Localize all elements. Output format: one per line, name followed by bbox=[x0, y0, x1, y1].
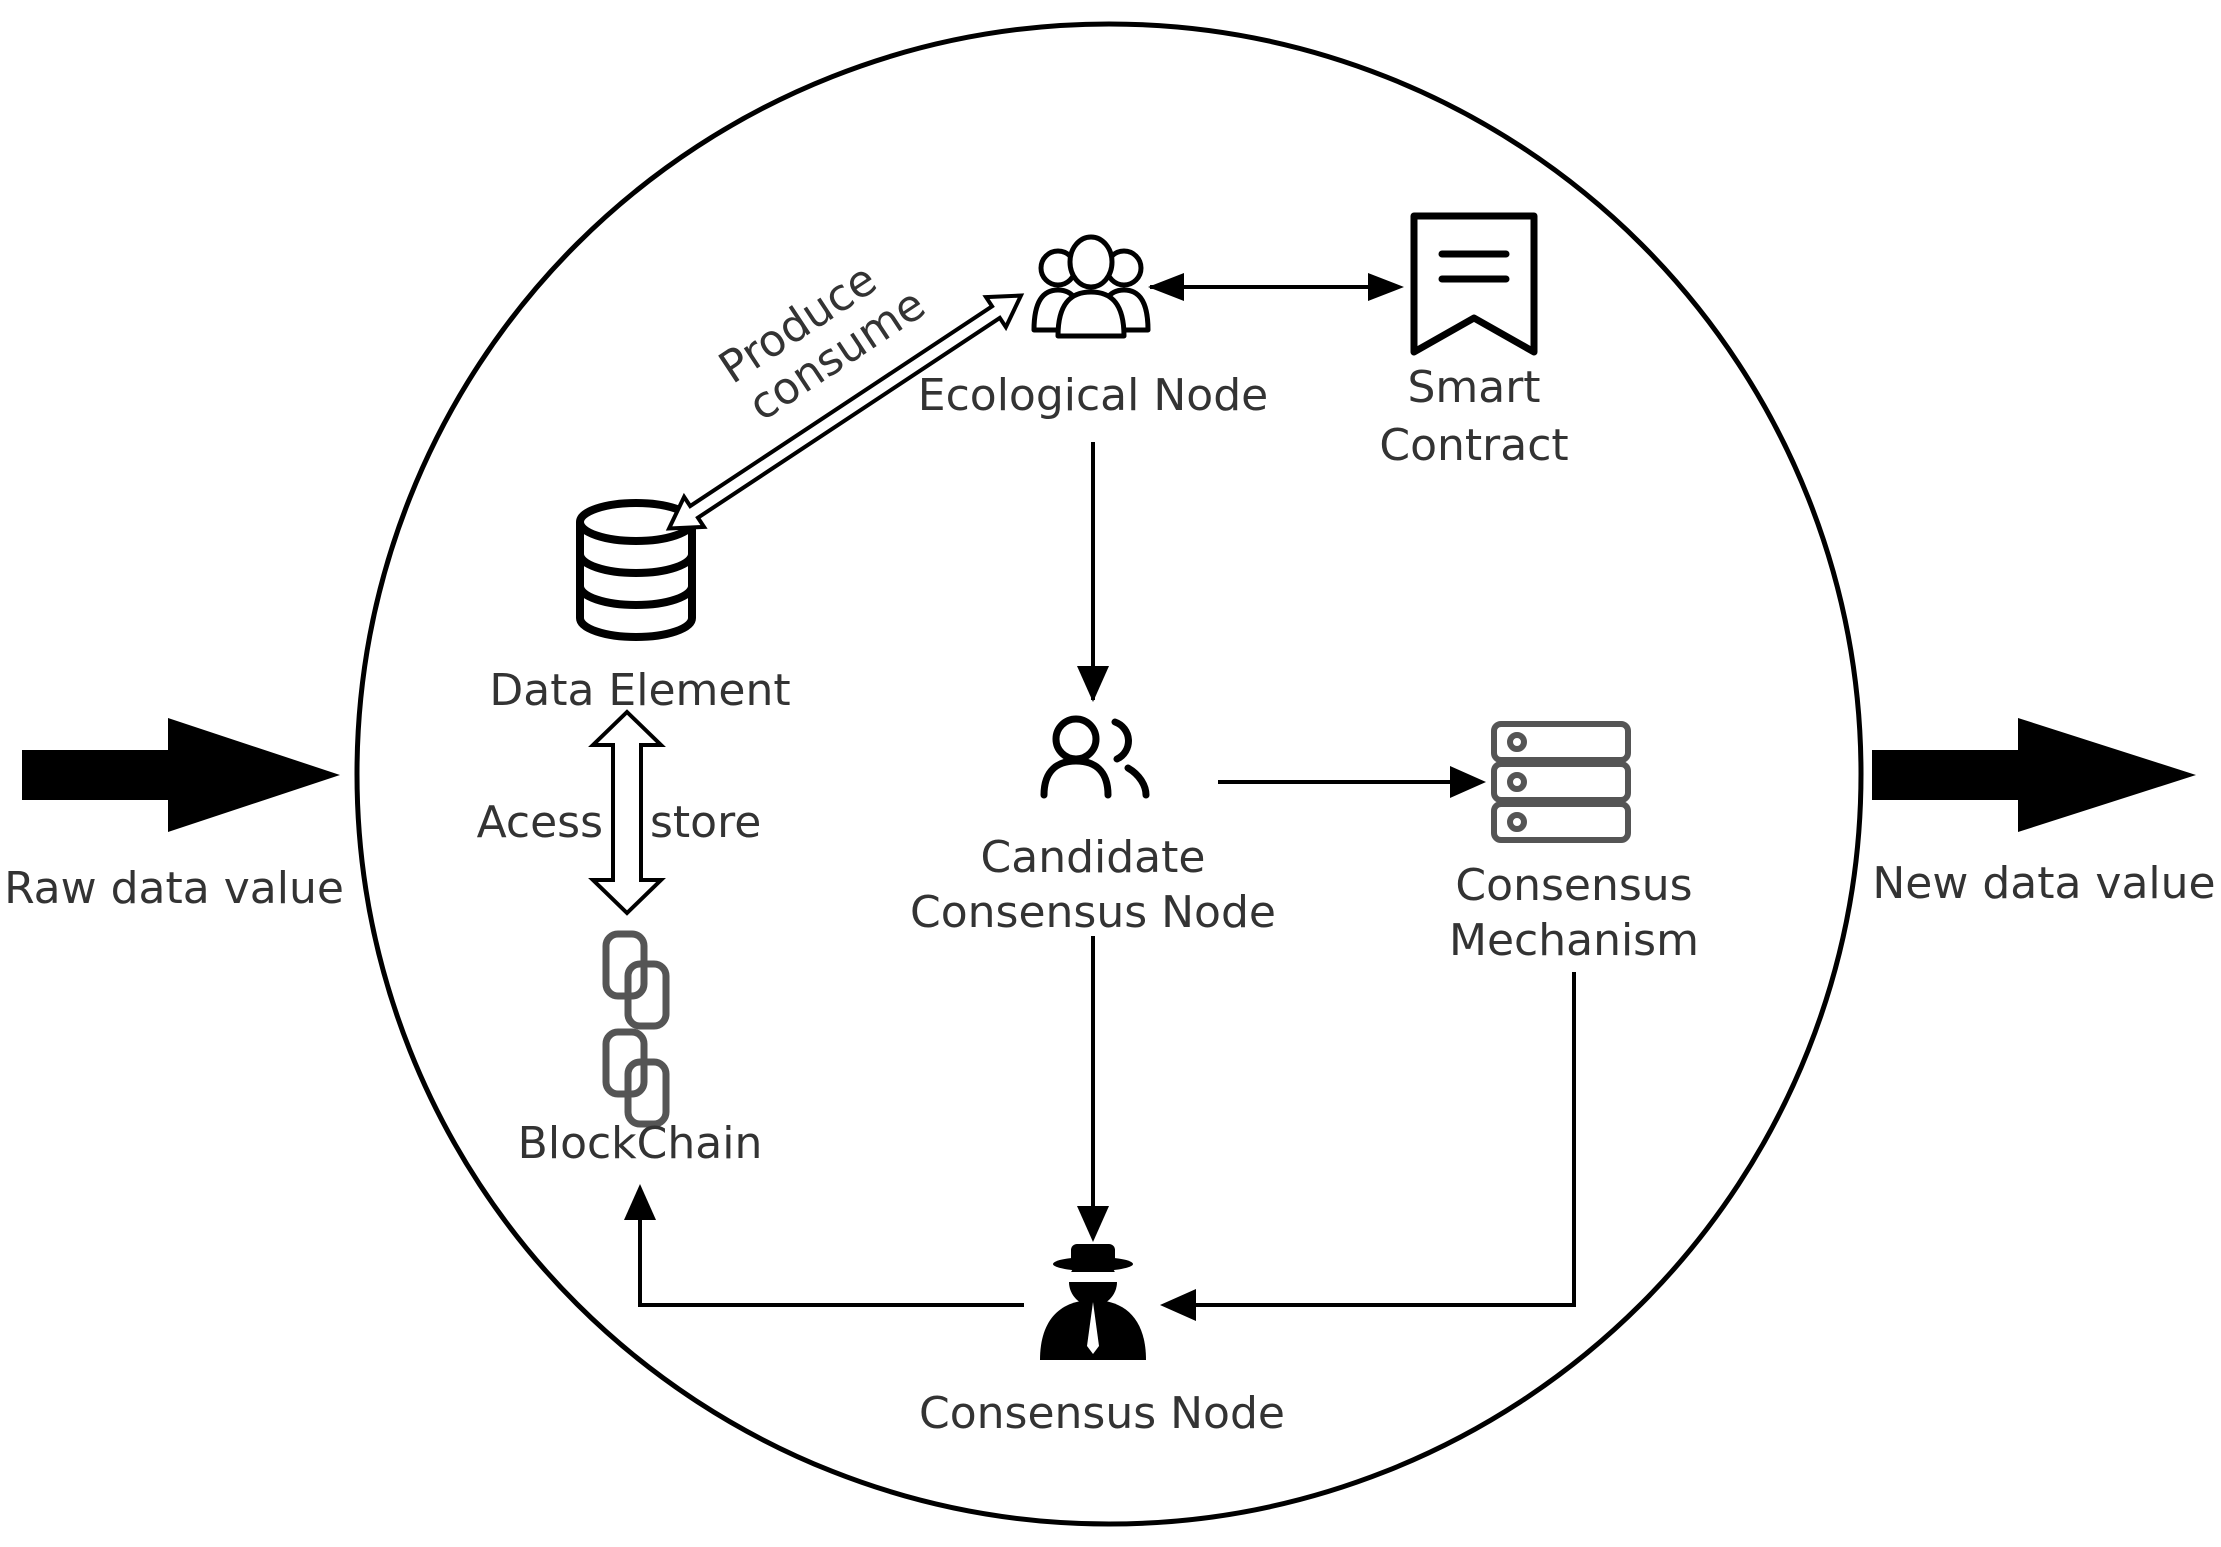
arrowhead-right bbox=[1368, 273, 1404, 301]
data-element-label: Data Element bbox=[489, 665, 790, 716]
chain-link-icon bbox=[602, 930, 670, 1128]
ecosystem-circle bbox=[354, 21, 1864, 1527]
access-label: Acess bbox=[477, 797, 603, 848]
arrowhead-right-2 bbox=[1450, 766, 1486, 798]
smart-contract-label-line1: Smart bbox=[1407, 362, 1540, 413]
arrowhead-left bbox=[1148, 273, 1184, 301]
consensus-node-label: Consensus Node bbox=[919, 1388, 1285, 1439]
raw-data-value-label: Raw data value bbox=[4, 863, 344, 914]
mechanism-to-consensus-node-arrow bbox=[1196, 972, 1576, 1307]
database-icon bbox=[576, 499, 696, 641]
consensus-mechanism-label-line1: Consensus bbox=[1455, 860, 1692, 911]
arrowhead-left-2 bbox=[1160, 1289, 1196, 1321]
arrowhead-up bbox=[624, 1184, 656, 1220]
blockchain-label: BlockChain bbox=[518, 1118, 763, 1169]
new-data-value-label: New data value bbox=[1872, 858, 2215, 909]
arrowhead-down-2 bbox=[1077, 1206, 1109, 1242]
agent-icon bbox=[1040, 1244, 1146, 1360]
candidate-label-line1: Candidate bbox=[981, 832, 1206, 883]
smart-contract-label-line2: Contract bbox=[1379, 420, 1568, 471]
candidate-label-line2: Consensus Node bbox=[910, 887, 1276, 938]
users-icon bbox=[1040, 715, 1150, 799]
produce-consume-arrow bbox=[665, 293, 1025, 531]
user-group-icon bbox=[1031, 234, 1151, 339]
store-label: store bbox=[650, 797, 761, 848]
access-store-arrow bbox=[588, 709, 666, 916]
arrowhead-down-1 bbox=[1077, 666, 1109, 702]
ecological-node-label: Ecological Node bbox=[918, 370, 1268, 421]
consensus-node-to-blockchain-arrow bbox=[638, 1220, 1024, 1307]
ribbon-document-icon bbox=[1410, 212, 1538, 356]
new-data-output-arrow bbox=[1872, 718, 2196, 832]
consensus-mechanism-label-line2: Mechanism bbox=[1449, 915, 1699, 966]
server-stack-icon bbox=[1491, 721, 1631, 843]
raw-data-input-arrow bbox=[22, 718, 340, 832]
